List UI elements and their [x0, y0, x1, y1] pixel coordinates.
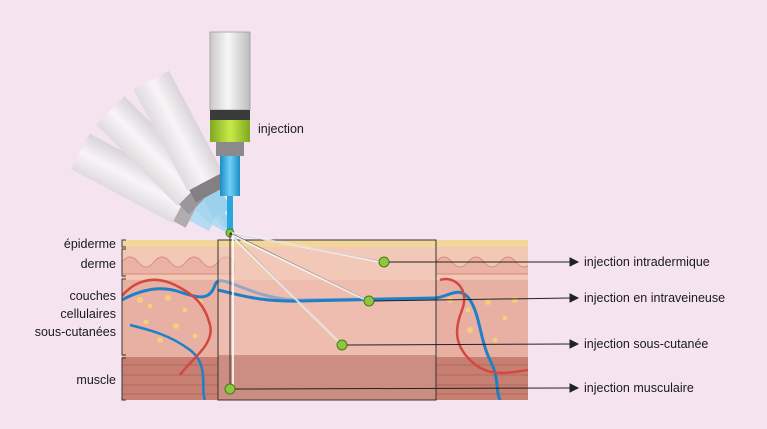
syringe-plunger: [210, 110, 250, 120]
layer-label-couches-1: couches: [69, 289, 116, 303]
syringe-hub: [220, 156, 240, 196]
layer-brackets: [121, 239, 126, 401]
layer-label-derme: derme: [81, 257, 116, 271]
layer-label-epiderme: épiderme: [64, 237, 116, 251]
label-musculaire: injection musculaire: [584, 381, 694, 395]
section-window-frame: [217, 239, 437, 401]
marker-musculaire: [224, 383, 236, 395]
label-intraveineuse: injection en intraveineuse: [584, 291, 725, 305]
marker-intraveineuse: [363, 295, 375, 307]
target-markers: [224, 256, 390, 395]
label-sous-cutanee: injection sous-cutanée: [584, 337, 708, 351]
syringe: [209, 31, 251, 238]
skin-cross-section: [122, 239, 528, 401]
syringe-tip: [216, 142, 244, 156]
marker-intradermique: [378, 256, 390, 268]
vein-branch: [129, 323, 207, 400]
artery-right: [439, 277, 528, 375]
syringe-needle: [227, 196, 233, 230]
injection-paths: [229, 232, 387, 389]
syringe-band: [210, 120, 250, 142]
syringe-label: injection: [258, 122, 304, 136]
leader-lines: [234, 257, 580, 393]
artery: [122, 278, 212, 376]
ghost-syringes: [70, 70, 235, 235]
layer-label-couches-2: cellulaires: [60, 307, 116, 321]
marker-sous-cutanee: [336, 339, 348, 351]
label-intradermique: injection intradermique: [584, 255, 710, 269]
syringe-barrel: [209, 31, 251, 111]
layer-label-muscle: muscle: [76, 373, 116, 387]
layer-label-couches-3: sous-cutanées: [35, 325, 116, 339]
